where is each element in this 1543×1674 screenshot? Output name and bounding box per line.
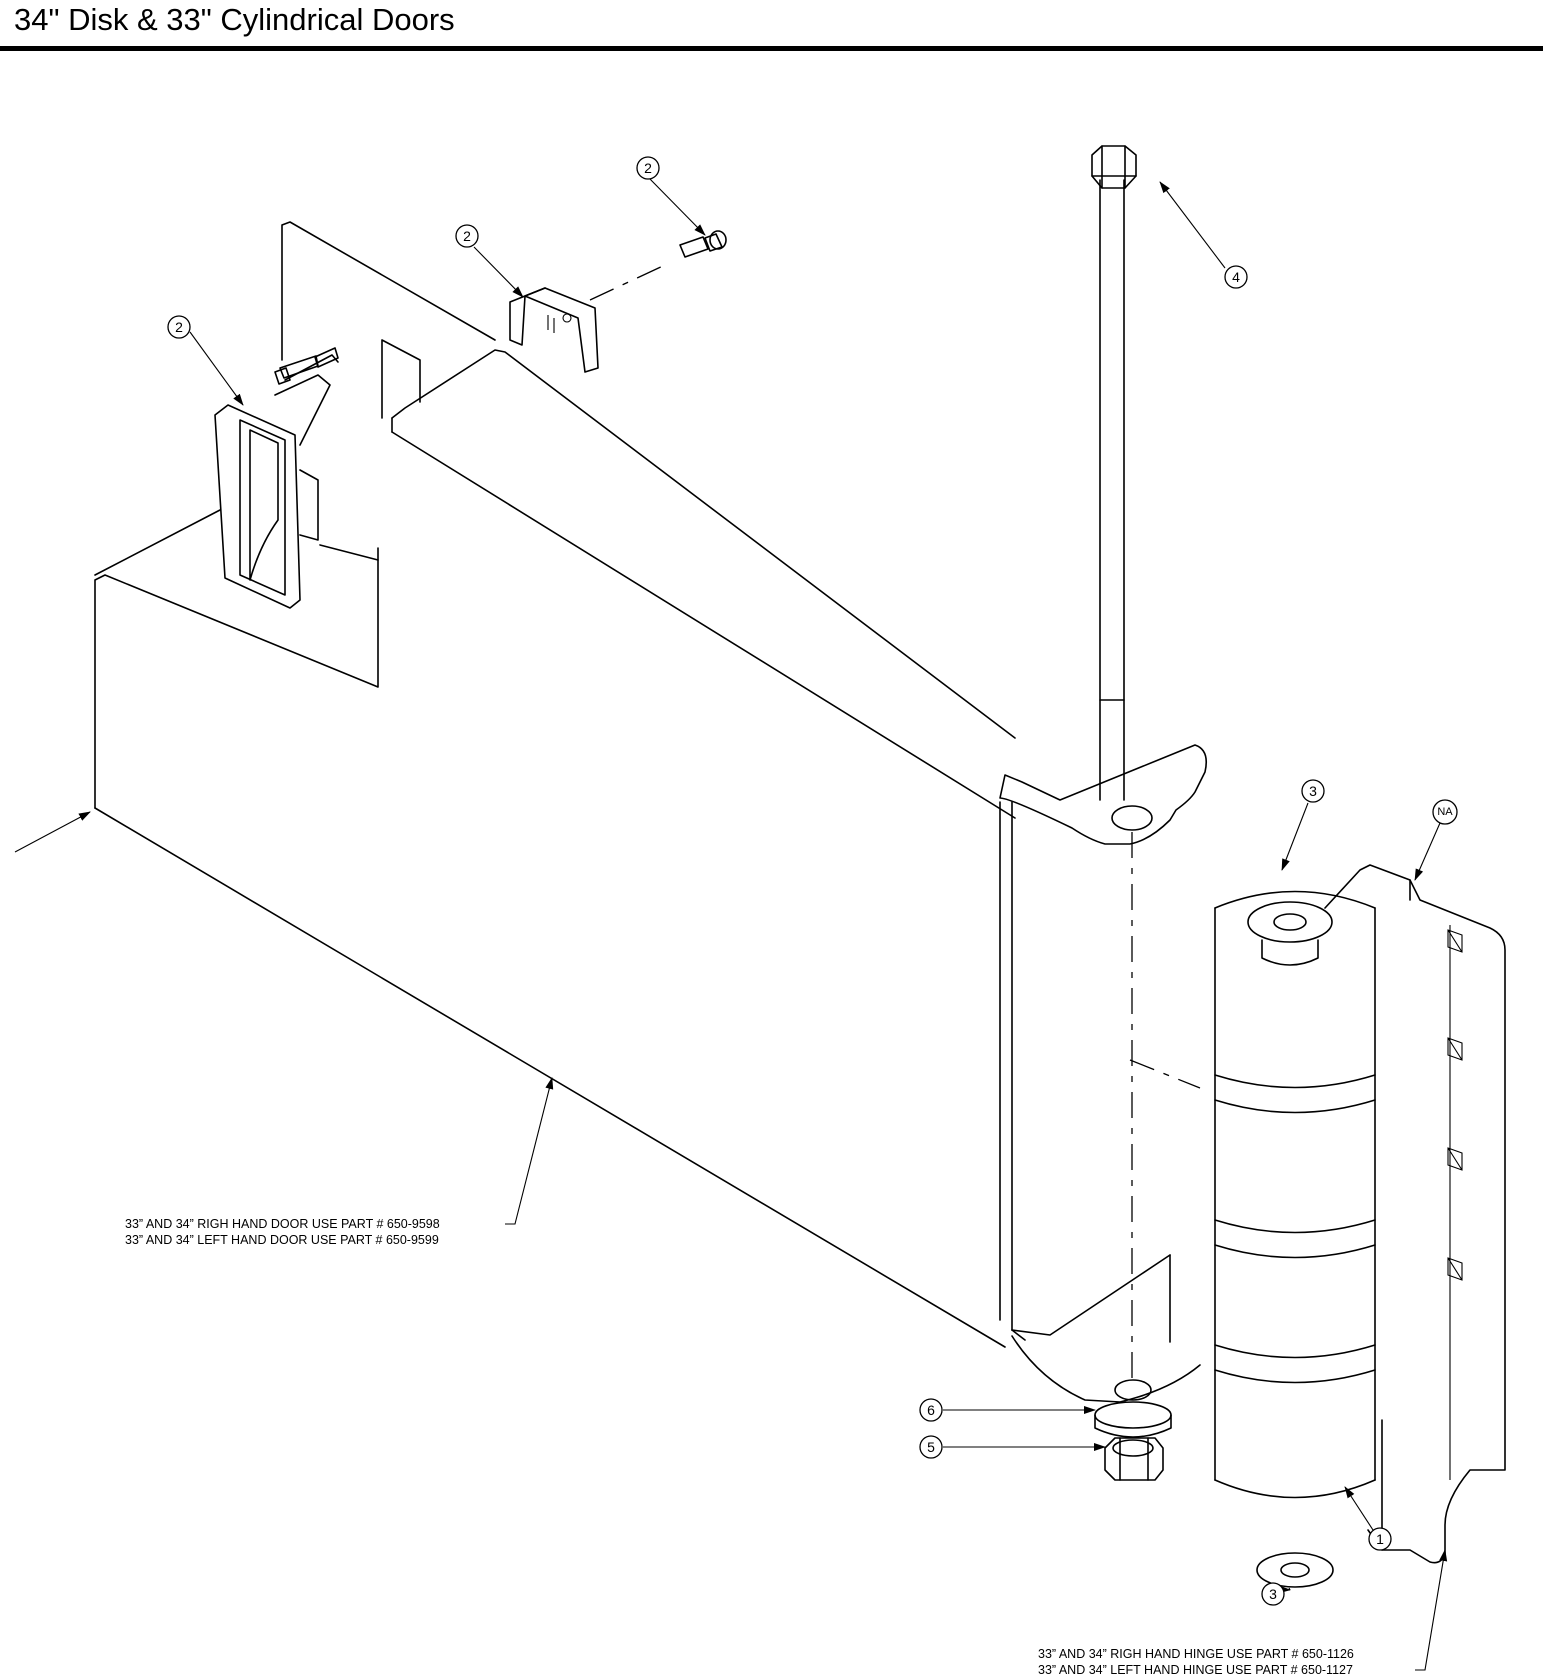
- callout-balloon-2-bolt: 2: [636, 156, 660, 180]
- note-door-left: 33” AND 34” LEFT HAND DOOR USE PART # 65…: [125, 1233, 439, 1247]
- svg-text:2: 2: [463, 228, 471, 244]
- latch-handle: [214, 354, 339, 609]
- svg-text:3: 3: [1309, 783, 1317, 799]
- hinge-pin: [1091, 145, 1137, 801]
- hinge-axis-line: [1129, 1059, 1201, 1089]
- cylindrical-hinge: [1214, 890, 1376, 1499]
- pin-washer: [1094, 1401, 1172, 1438]
- callout-balloon-2-bracket: 2: [455, 224, 479, 248]
- callout-balloon-6-washer: 6: [919, 1398, 943, 1422]
- callout-balloon-3-bottom-washer: 3: [1261, 1582, 1285, 1606]
- svg-text:6: 6: [927, 1402, 935, 1418]
- hinge-leaf-plate: [1324, 864, 1506, 1564]
- note-hinge-left: 33” AND 34” LEFT HAND HINGE USE PART # 6…: [1038, 1663, 1353, 1674]
- leaf-slots: [1447, 929, 1463, 1281]
- bottom-washer: [1256, 1552, 1334, 1588]
- callout-balloon-na-leaf: NA: [1432, 799, 1458, 825]
- svg-text:3: 3: [1269, 1586, 1277, 1602]
- callout-balloon-3-top-washer: 3: [1301, 779, 1325, 803]
- callout-balloon-5-nut: 5: [919, 1435, 943, 1459]
- bracket-bolt: [679, 230, 727, 258]
- svg-text:1: 1: [1376, 1531, 1384, 1547]
- svg-text:NA: NA: [1437, 806, 1453, 818]
- door-panel: [94, 221, 1026, 1348]
- page-title: 34" Disk & 33" Cylindrical Doors: [14, 2, 455, 37]
- svg-text:5: 5: [927, 1439, 935, 1455]
- top-washer: [1247, 901, 1333, 966]
- callout-balloon-2-latch: 2: [167, 315, 191, 339]
- svg-text:2: 2: [175, 319, 183, 335]
- leader-lines: [14, 176, 1448, 1671]
- bolt-axis-line: [589, 264, 666, 301]
- svg-text:2: 2: [644, 160, 652, 176]
- svg-text:4: 4: [1232, 269, 1240, 285]
- callout-balloon-4-pin: 4: [1224, 265, 1248, 289]
- pin-nut: [1104, 1437, 1164, 1481]
- bottom-hinge-plate: [1011, 1254, 1201, 1403]
- bottom-washer-hole: [1280, 1562, 1310, 1578]
- note-hinge-right: 33” AND 34” RIGH HAND HINGE USE PART # 6…: [1038, 1647, 1354, 1661]
- latch-bolt: [274, 347, 339, 385]
- note-door-right: 33” AND 34” RIGH HAND DOOR USE PART # 65…: [125, 1217, 440, 1231]
- callout-balloon-1-hinge: 1: [1368, 1527, 1392, 1551]
- latch-bracket: [509, 287, 599, 373]
- title-rule: [0, 46, 1543, 51]
- top-hinge-plate: [999, 744, 1208, 845]
